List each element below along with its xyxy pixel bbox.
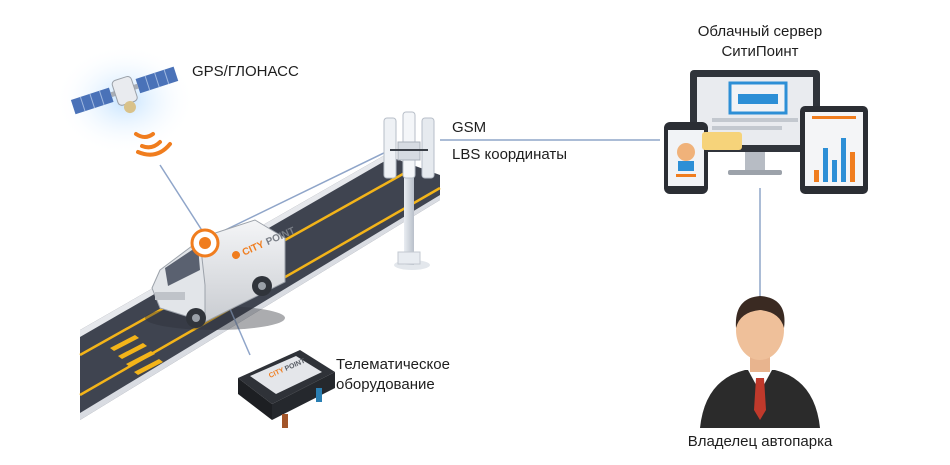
cloud-server-label-line1: Облачный сервер [697,23,823,40]
cloud-server-label: Облачный сервер СитиПоинт [660,22,860,62]
van-to-tower-line [214,149,391,236]
telematics-equipment-label: Телематическое оборудование [336,355,450,395]
gsm-label: GSM [452,119,487,136]
gps-tracker-device-icon: CITY POINT [238,350,335,428]
gps-glonass-label: GPS/ГЛОНАСС [192,63,299,80]
lbs-coordinates-label: LBS координаты [452,146,568,163]
crosswalk [110,335,163,375]
businessman-icon [700,296,820,428]
fleet-owner-label: Владелец автопарка [687,433,833,450]
satellite-to-van-line [159,164,204,233]
signal-waves-icon [134,132,172,157]
telematics-label-line1: Телематическое [336,356,450,373]
location-marker-icon [190,228,220,258]
cloud-server-label-line2: СитиПоинт [721,43,799,60]
telematics-label-line2: оборудование [336,376,435,393]
delivery-van-icon: CITY POINT [145,219,297,330]
monitor-phone-tablet-icon [664,70,868,194]
cell-tower-icon [383,111,435,270]
satellite-icon [55,45,195,155]
